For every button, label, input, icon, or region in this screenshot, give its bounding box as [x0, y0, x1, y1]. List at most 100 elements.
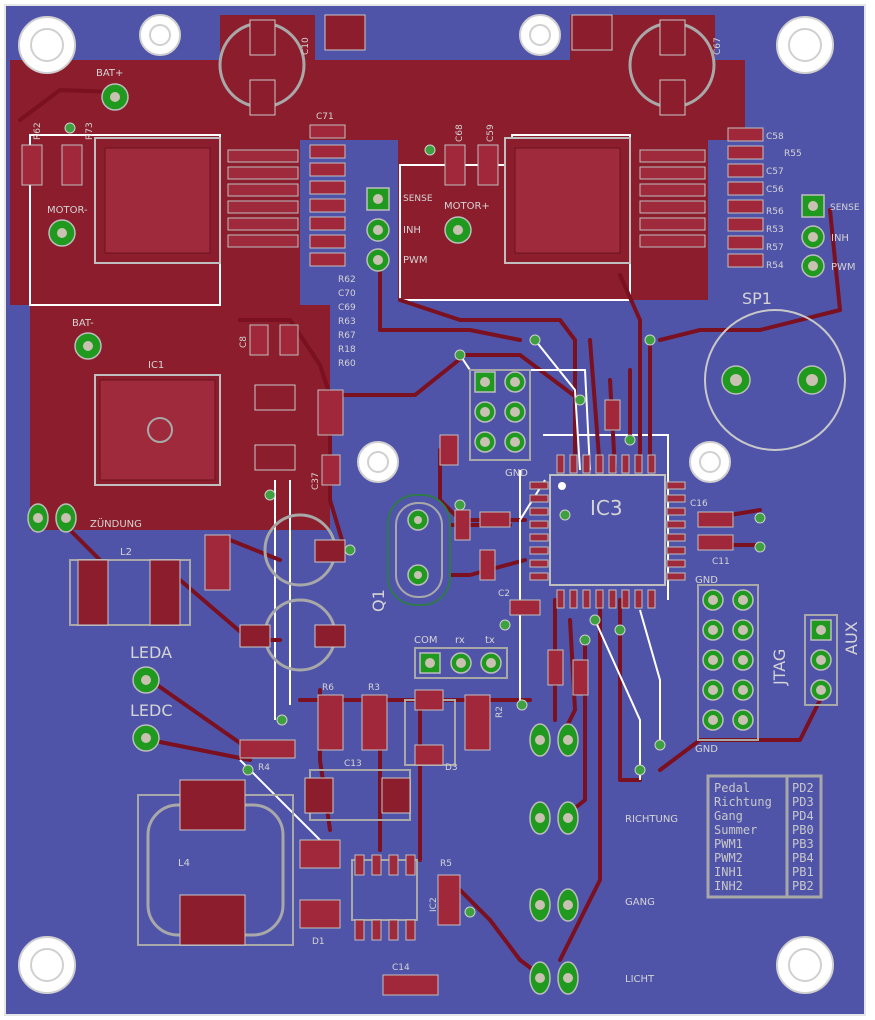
mounting-holes — [18, 14, 834, 994]
pin-table-port: PD2 — [792, 781, 814, 795]
r4-label: R4 — [258, 763, 270, 773]
ic1-regulator: IC1 — [94, 360, 296, 486]
ref-stack-item: R67 — [338, 331, 356, 341]
r54-label: R54 — [766, 261, 784, 271]
d3-label: D3 — [445, 763, 458, 773]
mosfet-right — [504, 137, 706, 264]
motor-plus-label: MOTOR+ — [444, 201, 490, 212]
rx-label: rx — [455, 635, 465, 646]
d1-label: D1 — [312, 937, 325, 947]
pin-table-signal: Richtung — [714, 795, 772, 809]
ref-stack-item: C69 — [338, 303, 356, 313]
pin-table-port: PB0 — [792, 823, 814, 837]
mosfet-left — [94, 137, 299, 264]
ref-stack: R62 C70 C69 R63 R67 R18 R60 — [338, 275, 356, 369]
r3-label: R3 — [368, 683, 380, 693]
aux-label: AUX — [842, 621, 861, 655]
vias — [64, 122, 766, 918]
signal-connectors — [529, 723, 579, 995]
pin-table-port: PB2 — [792, 879, 814, 893]
r62-label: R62 — [33, 122, 43, 140]
ic3-label: IC3 — [590, 496, 623, 520]
isp-header — [469, 369, 531, 461]
pin-mapping-table: Pedal PD2 Richtung PD3 Gang PD4 Summer P… — [706, 774, 823, 899]
through-hole-pads — [27, 83, 825, 752]
pin-table-port: PD3 — [792, 795, 814, 809]
l4-label: L4 — [178, 858, 190, 869]
c71-label: C71 — [316, 112, 334, 122]
gnd-label-3: GND — [695, 744, 718, 755]
c56-label: C56 — [766, 185, 784, 195]
motor-minus-label: MOTOR- — [47, 205, 88, 216]
c37-label: C37 — [311, 472, 321, 490]
pin-table-port: PB3 — [792, 837, 814, 851]
speaker-sp1: SP1 — [704, 289, 846, 451]
bat-plus-label: BAT+ — [96, 68, 123, 79]
c59-label: C59 — [486, 124, 496, 142]
capacitor-c67: C67 — [628, 19, 723, 116]
gnd-label-1: GND — [505, 468, 528, 479]
gang-label: GANG — [625, 897, 655, 908]
c11-label: C11 — [712, 557, 730, 567]
pin-table-signal: PWM1 — [714, 837, 743, 851]
richtung-label: RICHTUNG — [625, 814, 678, 825]
ref-stack-item: R62 — [338, 275, 356, 285]
pin-table-signal: INH2 — [714, 879, 743, 893]
silkscreen-labels: BAT+ BAT- MOTOR- MOTOR+ SENSE INH PWM SE… — [33, 68, 860, 985]
smd-column-right — [727, 127, 764, 268]
r73-label: R73 — [85, 122, 95, 140]
inh-label-1: INH — [403, 225, 421, 236]
c2-label: C2 — [498, 589, 510, 599]
ic1-label: IC1 — [148, 360, 164, 371]
com-header — [414, 647, 508, 679]
pin-table-signal: INH1 — [714, 865, 743, 879]
r56-label: R56 — [766, 207, 784, 217]
bat-minus-label: BAT- — [72, 318, 94, 329]
pin-table-signal: Summer — [714, 823, 757, 837]
r55-label: R55 — [784, 149, 802, 159]
ref-stack-item: R18 — [338, 345, 356, 355]
ref-stack-item: R60 — [338, 359, 356, 369]
leda-label: LEDA — [130, 643, 172, 662]
c8-label: C8 — [239, 336, 249, 348]
pin-table-signal: PWM2 — [714, 851, 743, 865]
ledc-label: LEDC — [130, 701, 173, 720]
zuendung-label: ZÜNDUNG — [90, 517, 142, 530]
jtag-label: JTAG — [770, 649, 789, 686]
c14-label: C14 — [392, 963, 410, 973]
ref-stack-item: C70 — [338, 289, 356, 299]
inh-label-2: INH — [831, 233, 849, 244]
inductor-l4: L4 — [137, 779, 294, 946]
c13-label: C13 — [344, 759, 362, 769]
crystal-q1: Q1 — [369, 494, 451, 612]
r53-label: R53 — [766, 225, 784, 235]
licht-label: LICHT — [625, 974, 655, 985]
r2-label: R2 — [495, 706, 505, 718]
ic2-label: IC2 — [429, 897, 439, 912]
pin-table-port: PB4 — [792, 851, 814, 865]
pwm-label-1: PWM — [403, 255, 428, 266]
r57-label: R57 — [766, 243, 784, 253]
tx-label: tx — [485, 635, 495, 646]
gnd-label-2: GND — [695, 575, 718, 586]
smd-column-mid — [309, 124, 346, 267]
com-label: COM — [414, 635, 437, 646]
c68-label: C68 — [455, 124, 465, 142]
pin-table-signal: Pedal — [714, 781, 750, 795]
r5-label: R5 — [440, 859, 452, 869]
q1-label: Q1 — [369, 589, 388, 612]
pin-table-signal: Gang — [714, 809, 743, 823]
aux-header: AUX — [804, 614, 861, 706]
top-header-pads — [324, 14, 613, 51]
c58-label: C58 — [766, 132, 784, 142]
c10-label: C10 — [301, 37, 311, 55]
jtag-header: JTAG — [697, 584, 789, 741]
pin-table-port: PB1 — [792, 865, 814, 879]
c16-label: C16 — [690, 499, 708, 509]
lower-passives — [299, 689, 491, 941]
inductor-l2: L2 — [69, 547, 191, 626]
sense-label-2: SENSE — [830, 203, 860, 213]
ic3-microcontroller: IC3 — [529, 454, 686, 609]
smd-small-parts — [21, 144, 734, 996]
